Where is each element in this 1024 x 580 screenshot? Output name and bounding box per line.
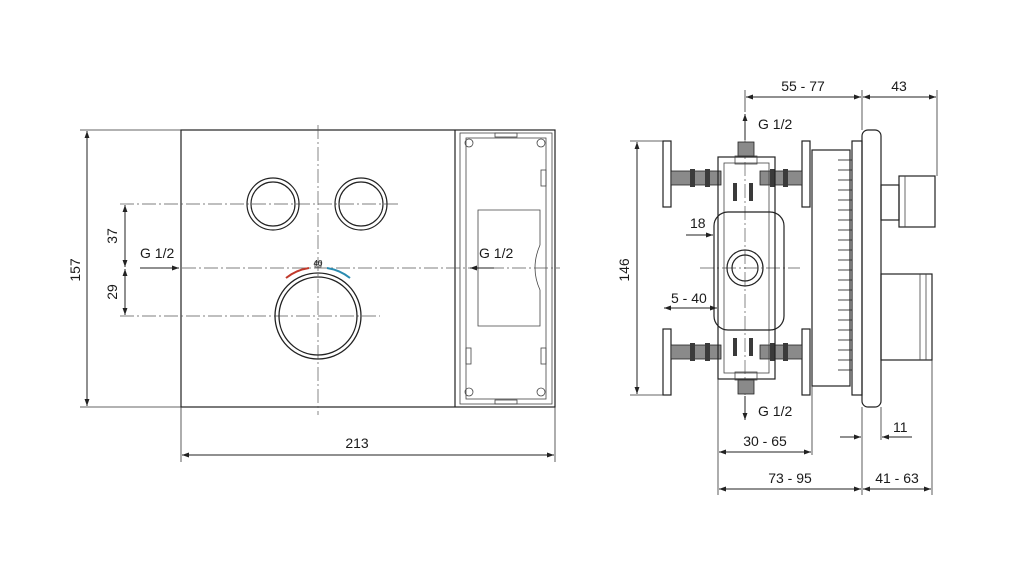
knob-left xyxy=(246,177,300,231)
top-depth-label: 55 - 77 xyxy=(781,78,825,94)
side-height-label: 146 xyxy=(616,258,632,282)
outlet-top-label: G 1/2 xyxy=(758,116,792,132)
front-plate xyxy=(180,129,556,408)
inlet-left-label: G 1/2 xyxy=(140,245,174,261)
thread-lines xyxy=(838,159,852,371)
lower-offset-label: 29 xyxy=(104,284,120,300)
trim-depth-label: 41 - 63 xyxy=(875,470,919,486)
front-view: 40 G 1/2 G 1/2 157 37 29 213 xyxy=(67,125,560,462)
install-depth-label: 73 - 95 xyxy=(768,470,812,486)
side-view: G 1/2 G 1/2 55 - 77 43 146 18 5 - 40 30 … xyxy=(616,78,938,495)
plate-label: 11 xyxy=(893,419,908,435)
upper-offset-label: 37 xyxy=(104,228,120,244)
pipe-range-label: 5 - 40 xyxy=(671,290,707,306)
bottom-range-label: 30 - 65 xyxy=(743,433,787,449)
height-label: 157 xyxy=(67,258,83,282)
service-box xyxy=(459,132,553,405)
inlet-right-label: G 1/2 xyxy=(479,245,513,261)
width-label: 213 xyxy=(345,435,369,451)
hot-arc xyxy=(285,267,310,279)
thermostat-knob xyxy=(274,272,362,360)
outlet-bottom-label: G 1/2 xyxy=(758,403,792,419)
temperature-mark: 40 xyxy=(314,259,323,268)
offset-label: 18 xyxy=(690,215,706,231)
cold-arc xyxy=(326,267,351,279)
top-cover-label: 43 xyxy=(891,78,907,94)
knob-right xyxy=(334,177,388,231)
